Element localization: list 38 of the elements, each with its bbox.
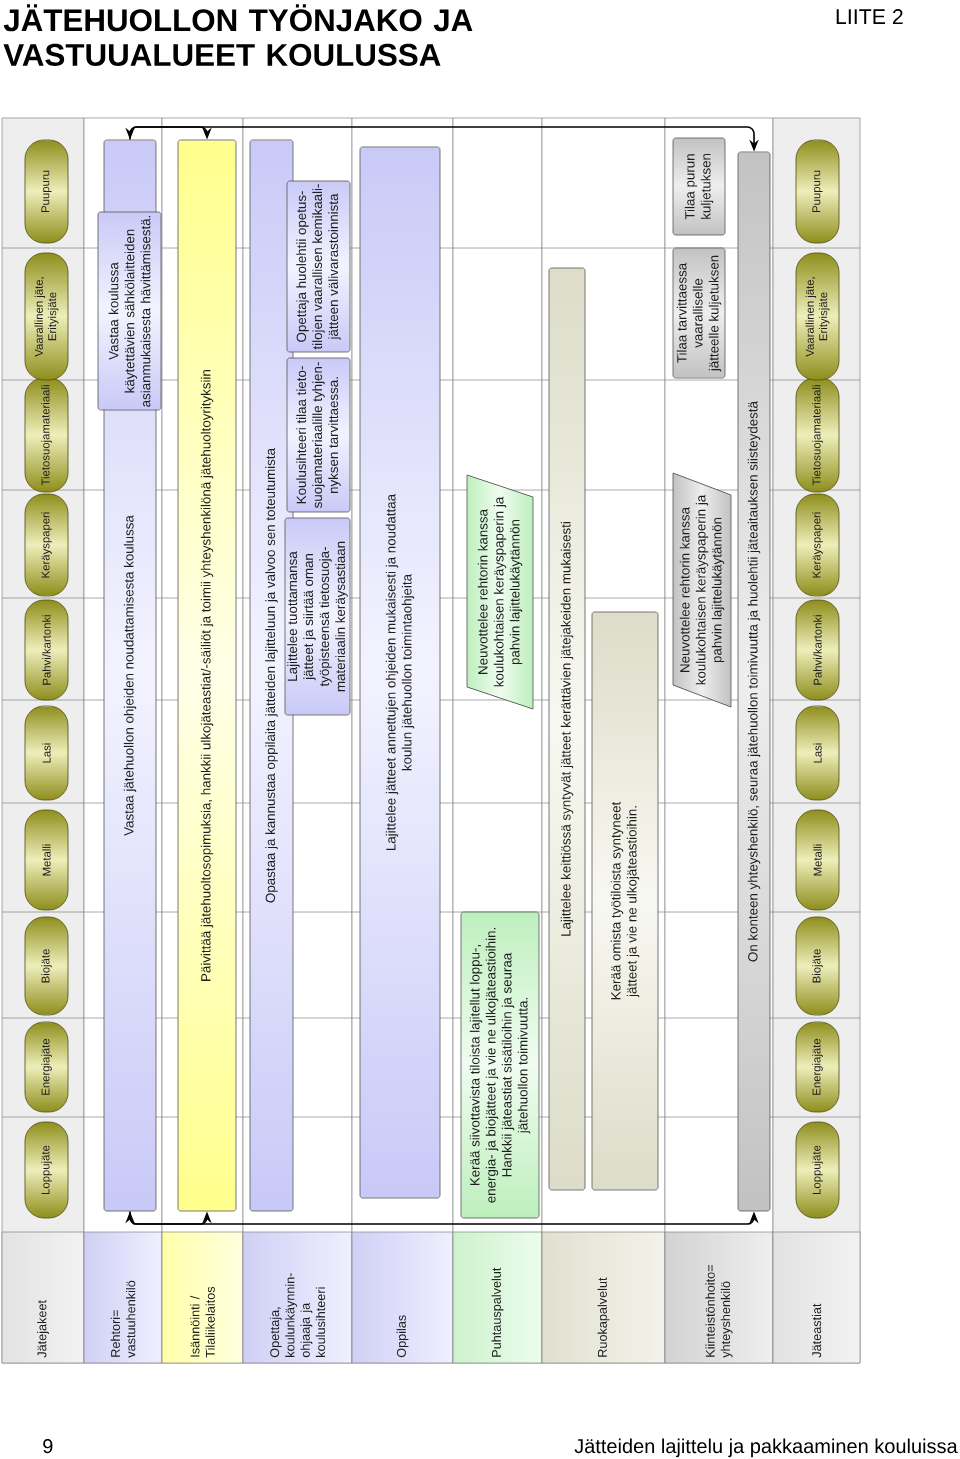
heading: JÄTEHUOLLON TYÖNJAKO JA VASTUUALUEET KOULUSSA — [3, 4, 473, 66]
oval: Puupuru — [24, 139, 69, 244]
process-box: Vastaa koulussa käytettävien sähkölaitteiden asianmukaisesta hävittämisestä. — [97, 211, 162, 411]
oval: Lasi — [24, 705, 69, 801]
process-box: Kerää siivottavista tiloista lajitellut loppu-, energia- ja biojätteet ja vie ne ulkojäteastioihin. Hankkii jäteastiat sisätiloihin ja seuraa jätehuollon toimivuutta. — [460, 911, 540, 1219]
process-box: On konteen yhteyshenkilö, seuraa jätehuollon toimivuutta ja huolehtii jäteaitauksen siisteydestä — [737, 151, 771, 1212]
oval: Metalli — [795, 809, 840, 911]
oval: Pahvi/kartonki — [24, 599, 69, 701]
oval: Keräyspaperi — [795, 493, 840, 597]
oval: Vaarallinen jäte, Erityisjäte — [795, 252, 840, 381]
oval: Metalli — [24, 809, 69, 911]
parallelogram-box: Neuvottelee rehtorin kanssa koulukohtaisen keräyspaperin ja pahvin lajittelukäytännön — [672, 472, 732, 708]
oval: Energiajäte — [24, 1021, 69, 1113]
oval: Lasi — [795, 705, 840, 801]
process-box: Opettaja huolehtii opetus- tilojen vaarallisen kemikaali- jätteen välivarastoinnista — [286, 180, 351, 353]
oval: Vaarallinen jäte, Erityisjäte — [24, 252, 69, 381]
oval: Puupuru — [795, 139, 840, 244]
process-box: Tilaa purun kuljetuksen — [672, 137, 726, 236]
oval: Keräyspaperi — [24, 493, 69, 597]
process-box: Lajittelee keittiössä syntyvät jätteet kerättävien jätejakeiden mukaisesti — [548, 267, 586, 1191]
arrow — [129, 126, 212, 141]
oval: Biojäte — [795, 916, 840, 1016]
oval: Biojäte — [24, 916, 69, 1016]
oval: Tietosuojamateriaali — [24, 377, 69, 493]
process-box: Koulusihteeri tilaa tieto- suojamateriaalille tyhjen- nyksen tarvittaessa. — [286, 357, 351, 513]
oval: Energiajäte — [795, 1021, 840, 1113]
oval: Tietosuojamateriaali — [795, 377, 840, 493]
process-box: Lajittelee jätteet annettujen ohjeiden mukaisesti ja noudattaa koulun jätehuollon toimintaohjeita — [359, 146, 441, 1199]
oval: Pahvi/kartonki — [795, 599, 840, 701]
process-box: Tilaa tarvittaessa vaaralliselle jätteelle kuljetuksen — [672, 247, 726, 379]
appendix-label: LIITE 2 — [836, 9, 903, 24]
page-number: 9 — [43, 1439, 53, 1454]
oval: Loppujäte — [24, 1121, 69, 1219]
footer-text: Jätteiden lajittelu ja pakkaaminen kouluissa — [574, 1438, 958, 1458]
process-box: Päivittää jätehuoltosopimuksia, hankkii ulkojäteastiat/-säiliöt ja toimii yhteyshenkilönä jätehuoltoyrityksiin — [177, 139, 237, 1212]
oval: Loppujäte — [795, 1121, 840, 1219]
process-box: Lajittelee tuottamansa jätteet ja siirtää oman työpisteensä tietosuoja- materiaalin keräysastiaan — [284, 517, 351, 716]
process-box: Kerää omista työtiloista syntyneet jätteet ja vie ne ulkojäteastioihin. — [591, 611, 659, 1191]
